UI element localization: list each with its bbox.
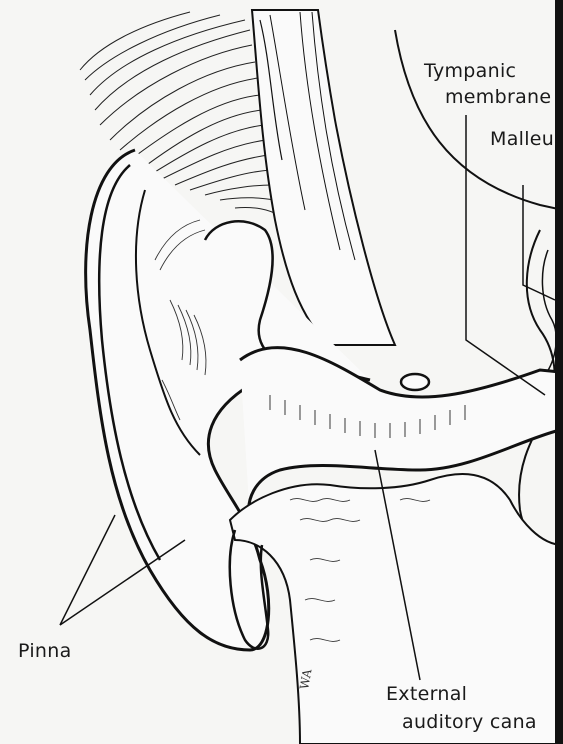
label-pinna: Pinna: [18, 642, 72, 661]
right-page-edge: [555, 0, 563, 744]
label-tympanic-line1: Tympanic: [424, 62, 516, 81]
label-tympanic-line2: membrane: [445, 88, 551, 107]
label-malleus: Malleu: [490, 130, 554, 149]
label-external-line2: auditory cana: [402, 713, 537, 732]
canal-opening: [401, 374, 429, 390]
label-external-line1: External: [386, 685, 467, 704]
